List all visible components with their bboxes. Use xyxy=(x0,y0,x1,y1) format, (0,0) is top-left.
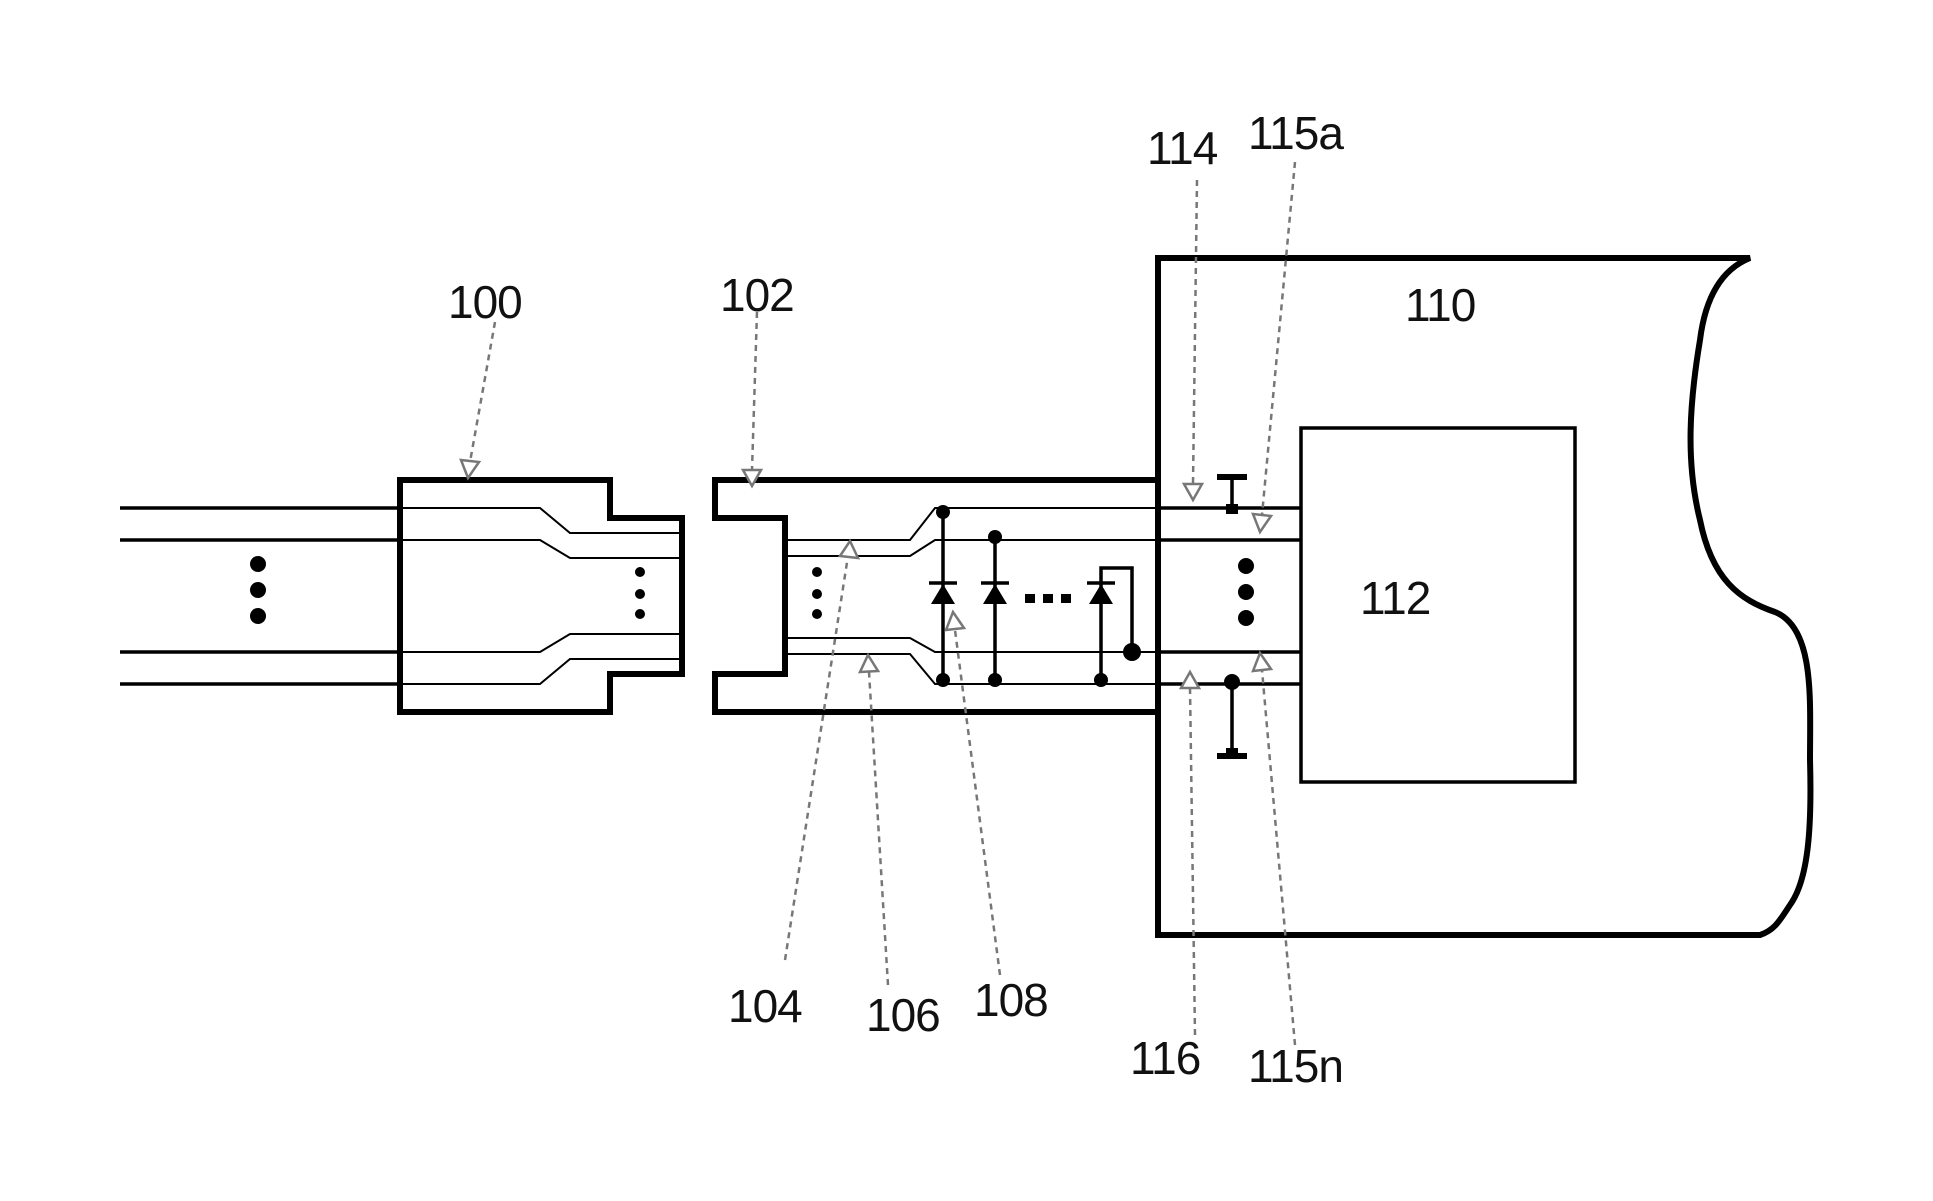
leader-lines xyxy=(461,162,1295,1045)
label-114: 114 xyxy=(1147,125,1217,171)
ellipsis-dot xyxy=(250,608,266,624)
label-115a: 115a xyxy=(1248,110,1343,156)
diode-array-108 xyxy=(929,505,1141,687)
chip-112 xyxy=(1301,428,1575,782)
ellipsis-dot xyxy=(250,582,266,598)
label-115n: 115n xyxy=(1248,1043,1343,1089)
label-112: 112 xyxy=(1360,575,1430,621)
label-108: 108 xyxy=(974,977,1048,1023)
label-116: 116 xyxy=(1130,1035,1200,1081)
label-100: 100 xyxy=(448,279,522,325)
connector-receptacle-102 xyxy=(715,480,1156,712)
ellipsis-dot xyxy=(250,556,266,572)
label-106: 106 xyxy=(866,992,940,1038)
label-102: 102 xyxy=(720,272,794,318)
label-110: 110 xyxy=(1405,282,1475,328)
cable-plug-100 xyxy=(120,480,682,712)
device-110 xyxy=(1158,258,1810,935)
label-104: 104 xyxy=(728,983,802,1029)
